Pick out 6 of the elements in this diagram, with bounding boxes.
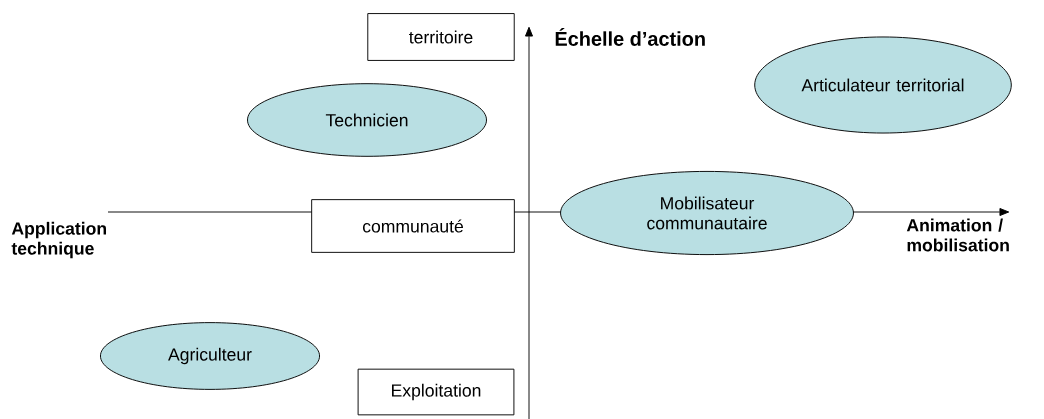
scale-box: territoire bbox=[367, 13, 515, 61]
axis-label: Application technique bbox=[11, 221, 106, 259]
axis-label: Animation / mobilisation bbox=[906, 218, 1009, 252]
scale-box: communauté bbox=[311, 199, 515, 253]
scale-box: Exploitation bbox=[357, 368, 515, 416]
axis-label: Échelle d’action bbox=[555, 28, 705, 46]
